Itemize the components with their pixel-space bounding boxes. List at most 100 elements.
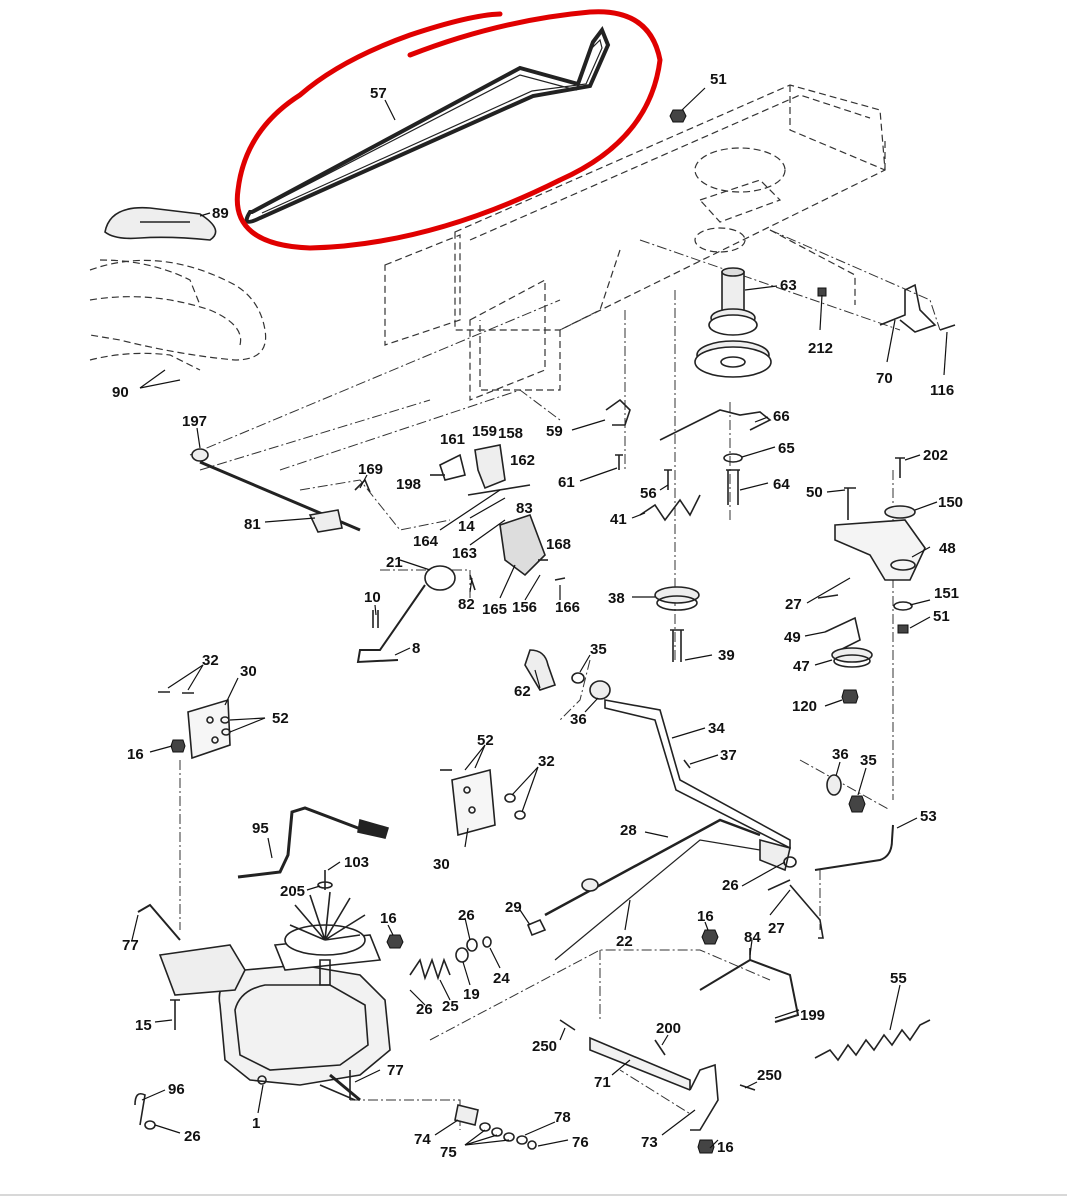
callout-16-left: 16 [127, 746, 144, 763]
bolts-32-left [158, 691, 194, 694]
callout-35-right: 35 [860, 752, 877, 769]
callout-70: 70 [876, 370, 893, 387]
callout-34: 34 [708, 720, 725, 737]
belt-57 [244, 25, 611, 224]
callout-202: 202 [923, 447, 948, 464]
callout-159: 159 [472, 423, 497, 440]
nut-51-right [897, 624, 909, 634]
callout-163: 163 [452, 545, 477, 562]
callout-10: 10 [364, 589, 381, 606]
washer-35 [571, 672, 585, 684]
callout-21: 21 [386, 554, 403, 571]
callout-27-center: 27 [768, 920, 785, 937]
callout-57: 57 [370, 85, 387, 102]
callout-36: 36 [570, 711, 587, 728]
callout-199: 199 [800, 1007, 825, 1024]
bolt-202 [895, 457, 905, 478]
leader-lines [131, 87, 948, 1149]
callout-200: 200 [656, 1020, 681, 1037]
callout-49: 49 [784, 629, 801, 646]
callout-66: 66 [773, 408, 790, 425]
rod-53 [814, 824, 894, 871]
callout-197: 197 [182, 413, 207, 430]
bracket-49 [824, 616, 861, 651]
washer-26-mid [466, 938, 478, 952]
callout-90: 90 [112, 384, 129, 401]
bracket-73 [689, 1063, 719, 1131]
callout-212: 212 [808, 340, 833, 357]
callout-95: 95 [252, 820, 269, 837]
bolt-15 [170, 999, 180, 1030]
bolt-61 [615, 454, 623, 470]
callout-59: 59 [546, 423, 563, 440]
bolt-250-left [559, 1019, 576, 1031]
callout-62: 62 [514, 683, 531, 700]
callout-63: 63 [780, 277, 797, 294]
callout-169: 169 [358, 461, 383, 478]
nut-16-trans [386, 934, 404, 949]
callout-24: 24 [493, 970, 510, 987]
callout-39: 39 [718, 647, 735, 664]
transmission-1 [137, 891, 391, 1102]
callout-38: 38 [608, 590, 625, 607]
callout-56: 56 [640, 485, 657, 502]
lever-8 [356, 584, 426, 664]
callout-162: 162 [510, 452, 535, 469]
assembly-lines [179, 229, 941, 1130]
washer-36-right [826, 774, 842, 796]
callout-77-left: 77 [122, 937, 139, 954]
pulley-38 [654, 586, 700, 604]
bolt-64 [726, 469, 740, 505]
callout-161: 161 [440, 431, 465, 448]
bolts-10 [372, 610, 379, 628]
spring-55 [814, 1019, 931, 1062]
callout-164: 164 [413, 533, 439, 550]
bushing-197 [191, 448, 209, 462]
callout-labels: 57 51 89 63 212 70 116 90 197 161 159 15… [112, 71, 963, 1161]
callout-61: 61 [558, 474, 575, 491]
callout-82: 82 [458, 596, 475, 613]
callout-28: 28 [620, 822, 637, 839]
linkage-cluster [354, 444, 566, 591]
nut-16-bottom [697, 1139, 715, 1154]
bottom-divider [0, 1194, 1067, 1196]
rod-70 [879, 283, 937, 333]
callout-78: 78 [554, 1109, 571, 1126]
callout-76: 76 [572, 1134, 589, 1151]
spring-25 [409, 957, 451, 981]
callout-16-bottom: 16 [717, 1139, 734, 1156]
callout-151: 151 [934, 585, 959, 602]
callout-156: 156 [512, 599, 537, 616]
link-84 [699, 958, 800, 1023]
callout-37: 37 [720, 747, 737, 764]
callout-165: 165 [482, 601, 507, 618]
washer-26-bottom [144, 1120, 156, 1130]
callout-14: 14 [458, 518, 475, 535]
callout-150: 150 [938, 494, 963, 511]
callout-1: 1 [252, 1115, 260, 1132]
bolt-200 [654, 1039, 666, 1056]
washer-75c [503, 1132, 515, 1142]
callout-48: 48 [939, 540, 956, 557]
pin-37 [683, 759, 691, 769]
callout-29: 29 [505, 899, 522, 916]
callout-35: 35 [590, 641, 607, 658]
callout-30-left: 30 [240, 663, 257, 680]
callout-32-center: 32 [538, 753, 555, 770]
callout-75: 75 [440, 1144, 457, 1161]
spacer-19 [455, 947, 469, 963]
washer-65 [723, 453, 743, 463]
callout-15: 15 [135, 1017, 152, 1034]
callout-53: 53 [920, 808, 937, 825]
callout-41: 41 [610, 511, 627, 528]
bolt-56 [664, 469, 672, 490]
nut-51-top [669, 109, 687, 123]
callout-36-right: 36 [832, 746, 849, 763]
callout-8: 8 [412, 640, 420, 657]
callout-50: 50 [806, 484, 823, 501]
nut-212 [817, 287, 827, 297]
washer-150 [884, 505, 916, 519]
callout-52-center: 52 [477, 732, 494, 749]
spacer-62 [524, 649, 557, 691]
spring-41 [639, 494, 701, 522]
